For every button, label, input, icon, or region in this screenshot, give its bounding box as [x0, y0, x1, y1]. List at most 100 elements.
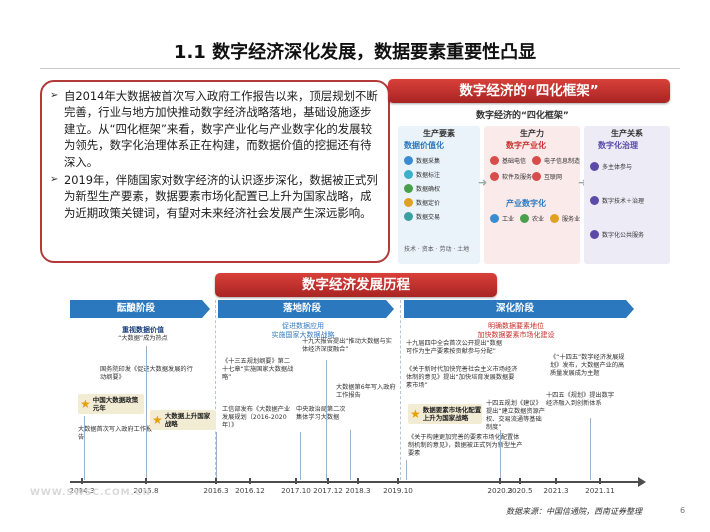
framework-item: 软件及服务 [490, 172, 532, 181]
event-text: 十九大报告提出“推动大数据与实体经济深度融合” [302, 338, 392, 353]
framework-item: 服务业 [550, 214, 580, 223]
event-text: 十四五《规划》提出数字经济融入到创新体系 [546, 392, 615, 407]
internet-icon [532, 172, 541, 181]
column-head: 生产关系 [611, 129, 643, 138]
framework-caption: 数字经济的“四化框架” [476, 111, 569, 121]
framework-item: 数字化公共服务 [590, 230, 644, 239]
star-icon: ★ [410, 407, 421, 421]
axis-tick [81, 478, 83, 484]
phase-arrow-icon [626, 300, 634, 318]
column-sub: 产业数字化 [506, 199, 546, 208]
source-note: 数据来源：中国信通院，西南证券整理 [506, 507, 642, 516]
framework-item: 基础电信 [490, 156, 526, 165]
bullet-text: 自2014年大数据被首次写入政府工作报告以来，顶层规划不断完善，行业与地方加快推… [64, 89, 378, 169]
axis-tick [599, 478, 601, 484]
arrow-bullet-icon: ➢ [50, 90, 59, 101]
framework-item: 电子信息制造 [532, 156, 580, 165]
phase-header-deepening: 深化阶段 [404, 300, 626, 318]
telecom-icon [490, 156, 499, 165]
bullet-text: 2019年，伴随国家对数字经济的认识逐步深化，数据被正式列为新型生产要素，数据要… [64, 173, 378, 220]
framework-item: 数据确权 [404, 184, 440, 193]
milestone-badge: ★大数据上升国家战略 [150, 410, 216, 430]
event-connector [216, 432, 217, 480]
bullet-item: ➢ 自2014年大数据被首次写入政府工作报告以来，顶层规划不断完善，行业与地方加… [50, 88, 380, 170]
data-icon [404, 170, 413, 179]
framework-item: 数据交易 [404, 212, 440, 221]
history-timeline: 酝酿阶段 落地阶段 深化阶段 促进数据应用 实施国家大数据战略 明确数据要素地位… [70, 300, 635, 480]
event-connector [84, 416, 85, 480]
axis-tick [327, 478, 329, 484]
axis-tick-label: 2016.3 [203, 486, 229, 495]
column-head: 生产要素 [423, 129, 455, 138]
phase-divider [400, 300, 401, 480]
phase-arrow-icon [202, 300, 210, 318]
agriculture-icon [520, 214, 529, 223]
framework-column-relations: 生产关系 数字化治理 多主体参与 数字技术＋治理 数字化公共服务 [584, 126, 670, 264]
event-text: 《关于构建更加完善的要素市场化配置体制机制的意见》，数据被正式列为新型生产要素 [408, 434, 523, 457]
axis-tick-label: 2015.8 [133, 486, 159, 495]
axis-arrow-icon [638, 477, 646, 487]
event-text: 《关于新时代加快完善社会主义市场经济体制的意见》提出“加快培育发展数据要素市场” [406, 366, 518, 389]
framework-item: 工业 [490, 214, 514, 223]
axis-tick-label: 2021.3 [543, 486, 569, 495]
bullet-item: ➢ 2019年，伴随国家对数字经济的认识逐步深化，数据被正式列为新型生产要素，数… [50, 172, 380, 221]
data-icon [404, 184, 413, 193]
framework-item: 互联网 [532, 172, 562, 181]
event-text: 工信部发布《大数据产业发展规划（2016-2020年）》 [222, 406, 291, 429]
chip-icon [532, 156, 541, 165]
event-text: 国务院印发《促进大数据发展的行动纲要》 [100, 366, 193, 381]
event-text: 重视数据价值 [122, 326, 164, 334]
data-icon [404, 212, 413, 221]
column-foot: 技术 · 资本 · 劳动 · 土地 [404, 246, 470, 253]
axis-tick-label: 2016.12 [235, 486, 265, 495]
phase-arrow-icon [386, 300, 394, 318]
framework-item: 数据定价 [404, 198, 440, 207]
axis-tick-label: 2019.10 [383, 486, 413, 495]
title-divider [40, 68, 680, 69]
column-sub: 数字化治理 [598, 141, 638, 150]
framework-column-factors: 生产要素 数据价值化 数据采集 数据标注 数据确权 数据定价 数据交易 技术 ·… [398, 126, 480, 264]
phase-header-brewing: 酝酿阶段 [70, 300, 202, 318]
axis-tick [499, 478, 501, 484]
event-connector [406, 460, 407, 480]
event-connector [590, 418, 591, 480]
axis-tick-label: 2020.3 [487, 486, 513, 495]
axis-tick [397, 478, 399, 484]
event-connector [326, 360, 327, 480]
phase-header-landing: 落地阶段 [218, 300, 386, 318]
event-text: 《十三五规划纲要》第二十七章“实施国家大数据战略” [222, 358, 294, 381]
axis-tick [357, 478, 359, 484]
framework-item: 数据标注 [404, 170, 440, 179]
column-head: 生产力 [520, 129, 544, 138]
axis-tick [215, 478, 217, 484]
framework-item: 农业 [520, 214, 544, 223]
phase-subtitle: 明确数据要素地位 加快数据要素市场化建设 [477, 322, 555, 339]
milestone-badge: ★中国大数据政策元年 [78, 394, 144, 414]
event-text: 大数据首次写入政府工作报告 [78, 426, 153, 441]
column-sub: 数字产业化 [506, 141, 546, 150]
page-number: 6 [680, 506, 686, 515]
column-sub: 数据价值化 [404, 141, 444, 150]
event-text: 中央政治局第二次集体学习大数据 [296, 406, 346, 421]
axis-tick-label: 2018.3 [345, 486, 371, 495]
event-text: 《“十四五”数字经济发展规划》发布，大数据产业的高质量发展成为主题 [550, 354, 625, 377]
axis-tick [249, 478, 251, 484]
history-banner: 数字经济发展历程 [215, 273, 497, 297]
axis-tick-label: 2017.10 [281, 486, 311, 495]
event-text: 大数据第6年写入政府工作报告 [336, 384, 396, 399]
framework-item: 数据采集 [404, 156, 440, 165]
framework-column-productivity: 生产力 数字产业化 基础电信 电子信息制造 软件及服务 互联网 产业数字化 工业… [484, 126, 580, 264]
star-icon: ★ [152, 413, 163, 427]
event-connector [300, 432, 301, 480]
flow-arrow-icon: ➜ [478, 176, 488, 189]
four-framework-figure: 数字经济的“四化框架” 生产要素 数据价值化 数据采集 数据标注 数据确权 数据… [398, 106, 670, 266]
framework-item: 数字技术＋治理 [590, 196, 644, 205]
data-icon [404, 156, 413, 165]
axis-tick-label: 2021.11 [585, 486, 615, 495]
tech-icon [590, 196, 599, 205]
arrow-bullet-icon: ➢ [50, 174, 59, 186]
axis-tick-label: 2014.3 [69, 486, 95, 495]
public-service-icon [590, 230, 599, 239]
watermark: WWW.SWSC.COM.CN [30, 488, 152, 498]
axis-tick-label: 2017.12 [313, 486, 343, 495]
